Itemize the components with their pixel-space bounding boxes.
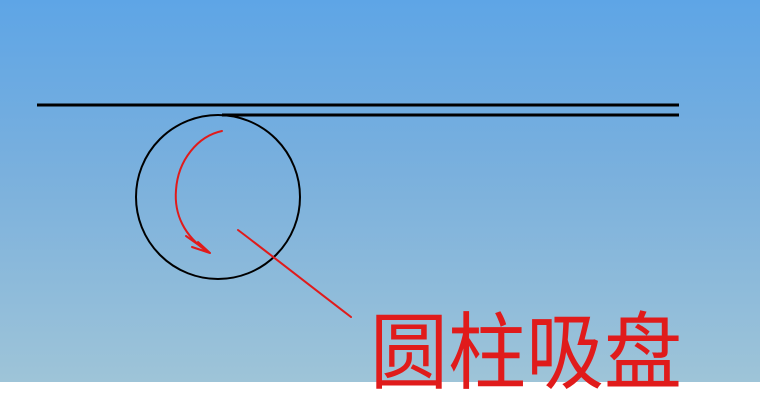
cylinder-suction-cup bbox=[135, 114, 301, 280]
annotation-label: 圆柱吸盘 bbox=[370, 304, 682, 402]
rotation-arrow-head-icon bbox=[185, 235, 211, 254]
gradient-background bbox=[0, 0, 760, 382]
rotation-arrow-curve bbox=[174, 130, 223, 253]
bottom-white-strip bbox=[0, 382, 760, 408]
annotation-leader-line bbox=[237, 229, 352, 318]
